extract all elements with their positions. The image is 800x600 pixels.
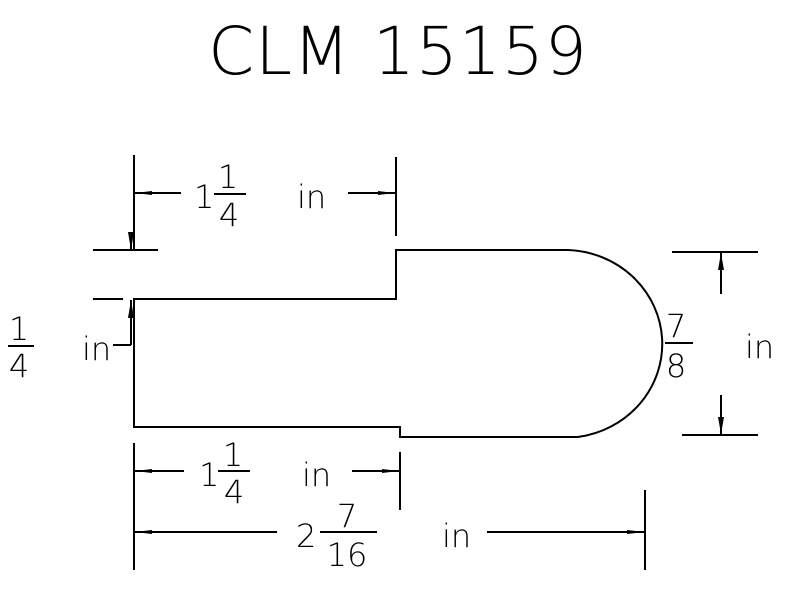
arrow-right-icon [382, 469, 399, 473]
arrow-left-icon [135, 191, 152, 195]
numerator: 7 [666, 307, 686, 345]
unit-label: in [302, 456, 331, 494]
denominator: 4 [224, 473, 244, 511]
unit-label: in [82, 330, 111, 368]
whole-number: 1 [199, 456, 219, 494]
arrow-left-icon [135, 530, 152, 534]
arrow-down-icon [128, 232, 134, 250]
denominator: 4 [219, 196, 239, 234]
arrow-up-icon [718, 253, 724, 270]
unit-label: in [745, 328, 774, 366]
numerator: 1 [9, 310, 29, 348]
denominator: 8 [666, 347, 686, 385]
unit-label: in [442, 517, 471, 555]
numerator: 1 [223, 436, 243, 474]
arrow-left-icon [135, 469, 152, 473]
left-step-dimension: 1 4 in [8, 232, 158, 385]
overall-width-dimension: 2 7 16 in [135, 490, 646, 574]
arrow-down-icon [718, 417, 724, 434]
drawing-title: CLM 15159 [208, 13, 588, 90]
top-width-dimension: 1 1 4 in [133, 155, 397, 250]
numerator: 1 [218, 158, 238, 196]
denominator: 16 [327, 536, 368, 574]
molding-profile [133, 249, 664, 438]
numerator: 7 [337, 497, 357, 535]
unit-label: in [297, 178, 326, 216]
arrow-up-icon [128, 300, 134, 318]
whole-number: 2 [296, 517, 316, 555]
right-height-dimension: 7 8 in [665, 251, 774, 436]
denominator: 4 [9, 347, 29, 385]
arrow-right-icon [627, 530, 644, 534]
bottom-step-dimension: 1 1 4 in [133, 436, 401, 570]
arrow-right-icon [378, 191, 395, 195]
whole-number: 1 [194, 178, 214, 216]
